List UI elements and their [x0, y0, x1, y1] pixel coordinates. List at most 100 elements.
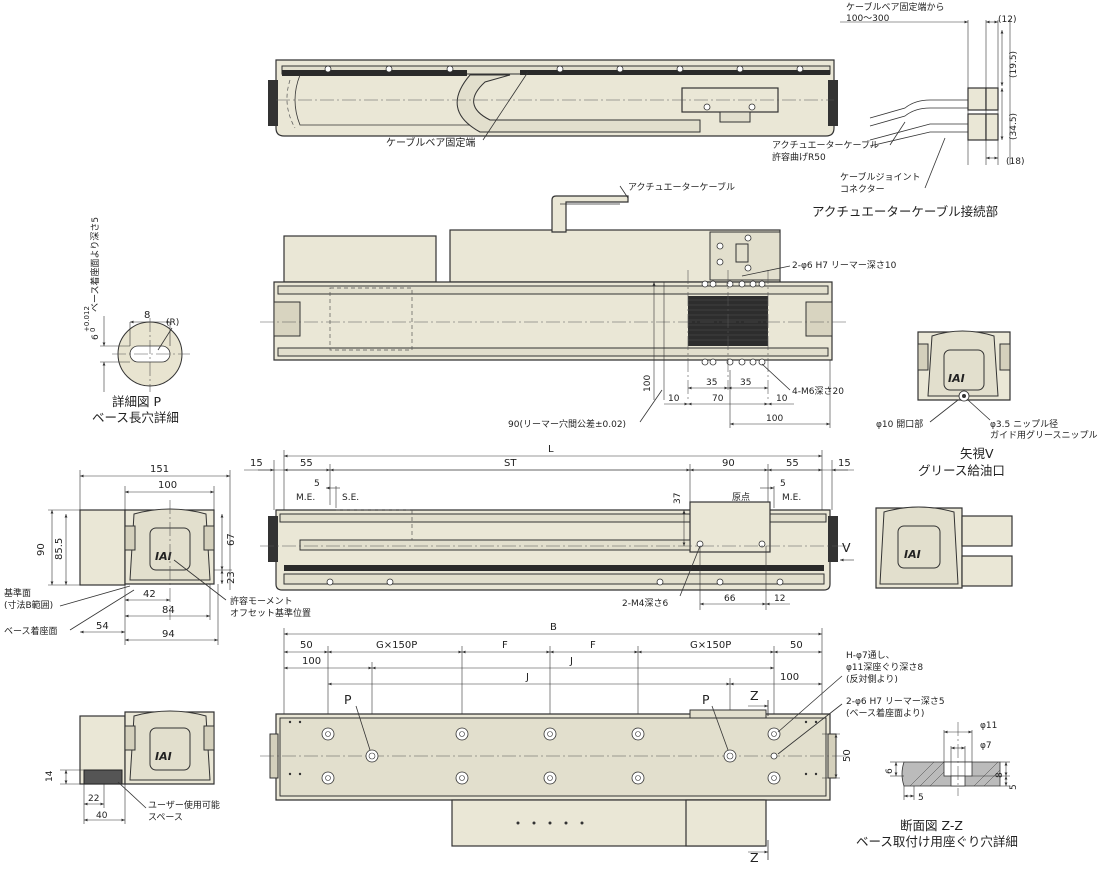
bottom-dim-B: B: [550, 622, 557, 633]
dim-34-5-label: (34.5): [1009, 113, 1019, 140]
user-space-22: 22: [88, 794, 99, 804]
end-dim-84: 84: [162, 605, 175, 616]
end-dim-42: 42: [143, 589, 156, 600]
reamer-hole-note: 2-φ6 H7 リーマー深さ10: [792, 260, 897, 271]
user-space-14: 14: [45, 770, 55, 782]
detail-p-radius-label: (R): [166, 318, 179, 328]
section-zz-subtitle: ベース取付け用座ぐり穴詳細: [856, 834, 1018, 849]
bottom-dim-50a: 50: [300, 640, 313, 651]
joint-connector-label-2: コネクター: [840, 184, 885, 195]
section-dim-5v: 5: [1009, 784, 1019, 790]
side-dim-66: 66: [724, 594, 736, 604]
side-view: 15 L 55 ST 90 55 15 5 5 M.E. S.E. 原点 M.E…: [244, 444, 854, 610]
end-dim-23: 23: [226, 571, 237, 584]
top-view: ケーブルベア固定端: [268, 59, 838, 149]
me-left-label: M.E.: [296, 493, 315, 503]
detail-p-depth-label: ベース着座面より深さ5: [89, 217, 101, 312]
detail-p-6-label: 6: [91, 334, 101, 340]
dim-18-label: (18): [1006, 157, 1024, 167]
p-left-label: P: [344, 692, 352, 707]
side-dim-37: 37: [673, 493, 683, 504]
base-seat-label: ベース着座面: [4, 625, 58, 637]
plan-dim-70: 70: [712, 394, 724, 404]
cable-connection-title: アクチュエーターケーブル接続部: [812, 204, 998, 219]
reamer-bottom-note-2: (ベース着座面より): [846, 707, 924, 719]
plan-view: アクチュエーターケーブル 2-φ6 H7 リーマー深さ10 4-M6深さ20 1…: [260, 181, 897, 430]
plan-dim-10b: 10: [776, 394, 788, 404]
view-v-logo: IAI: [948, 372, 965, 385]
origin-label: 原点: [732, 492, 750, 503]
moment-offset-label: オフセット基準位置: [230, 607, 311, 619]
bottom-dim-g150b: G×150P: [690, 640, 731, 651]
counterbore-note-3: (反対側より): [846, 673, 898, 685]
z-top-label: Z: [750, 688, 759, 703]
user-space-label: ユーザー使用可能: [148, 799, 220, 811]
bottom-dim-50b: 50: [790, 640, 803, 651]
from-fixed-end-label: ケーブルベア固定端から: [846, 1, 944, 13]
plan-dim-10a: 10: [668, 394, 680, 404]
detail-p-subtitle: ベース長穴詳細: [92, 410, 179, 425]
end-dim-90: 90: [36, 543, 47, 556]
detail-p-title: 詳細図 P: [112, 394, 161, 409]
end-dim-67: 67: [226, 533, 237, 546]
bottom-dim-g150a: G×150P: [376, 640, 417, 651]
side-dim-15b: 15: [838, 458, 851, 469]
side-dim-5a: 5: [314, 479, 320, 489]
detail-p-8-label: 8: [144, 310, 150, 321]
section-dim-6: 6: [885, 768, 895, 774]
section-zz: φ11 φ7 6 8 5 5 断面図 Z-Z ベース取付け用座ぐり穴詳細: [856, 721, 1019, 849]
section-zz-title: 断面図 Z-Z: [900, 818, 963, 833]
end-dim-54: 54: [96, 621, 109, 632]
ref-plane-range-label: (寸法B範囲): [4, 599, 53, 611]
detail-p-tol-label: +0.012: [83, 306, 91, 332]
end-view-right: IAI: [875, 506, 1013, 589]
plan-dim-35a: 35: [706, 378, 717, 388]
bend-radius-label: 許容曲げR50: [772, 151, 826, 163]
cable-connection-detail: ケーブルベア固定端から 100～300 (12) (19.5) (34.5) (…: [772, 1, 1024, 219]
end-view: IAI 151 100 90 85.5 67 23 42 84 54 94: [4, 464, 311, 645]
section-dim-8: 8: [995, 772, 1005, 778]
dim-19-5-label: (19.5): [1009, 51, 1019, 78]
from-fixed-end-range: 100～300: [846, 14, 890, 24]
view-v-arrow-label: V: [842, 540, 851, 555]
m4-tap-note: 2-M4深さ6: [622, 598, 668, 609]
counterbore-note: H-φ7通し、: [846, 650, 895, 661]
bottom-dim-100a: 100: [302, 656, 321, 667]
view-v-hole-label: φ10 開口部: [876, 418, 923, 430]
side-dim-15a: 15: [250, 458, 263, 469]
bottom-dim-Fa: F: [502, 640, 508, 651]
reamer-bottom-note: 2-φ6 H7 リーマー深さ5: [846, 696, 945, 707]
joint-connector-label: ケーブルジョイント: [840, 171, 920, 183]
side-dim-55a: 55: [300, 458, 313, 469]
p-right-label: P: [702, 692, 710, 707]
end-view-logo: IAI: [155, 550, 172, 563]
view-v-title: 矢視V: [960, 446, 994, 461]
actuator-cable-label-plan: アクチュエーターケーブル: [628, 181, 735, 193]
section-dim-11: φ11: [980, 721, 997, 731]
dim-12-label: (12): [998, 15, 1016, 25]
view-v-nipple-label-2: ガイド用グリースニップル: [990, 429, 1098, 441]
user-space-view: IAI 14 22 40 ユーザー使用可能 スペース: [45, 710, 220, 824]
bottom-dim-Jb: J: [525, 672, 529, 683]
detail-p: 6 +0.012 0 ベース着座面より深さ5 8 (R) 詳細図 P ベース長穴…: [83, 217, 190, 425]
bottom-dim-Ja: J: [569, 656, 573, 667]
tap-hole-note: 4-M6深さ20: [792, 386, 844, 397]
end-dim-94: 94: [162, 629, 175, 640]
moment-label: 許容モーメント: [230, 595, 293, 607]
section-dim-5h: 5: [918, 793, 924, 803]
user-space-label-2: スペース: [148, 813, 183, 823]
side-dim-5b: 5: [780, 479, 786, 489]
end-dim-100: 100: [158, 480, 177, 491]
plan-dim-35b: 35: [740, 378, 751, 388]
end-dim-85-5: 85.5: [54, 538, 65, 560]
side-dim-12: 12: [774, 594, 785, 604]
side-dim-ST: ST: [504, 458, 517, 469]
reamer-pitch-note: 90(リーマー穴間公差±0.02): [508, 418, 626, 430]
side-dim-90: 90: [722, 458, 735, 469]
end-view-right-logo: IAI: [904, 548, 921, 561]
ref-plane-label: 基準面: [4, 587, 31, 599]
me-right-label: M.E.: [782, 493, 801, 503]
view-v-subtitle: グリース給油口: [918, 463, 1005, 478]
bottom-dim-Fb: F: [590, 640, 596, 651]
